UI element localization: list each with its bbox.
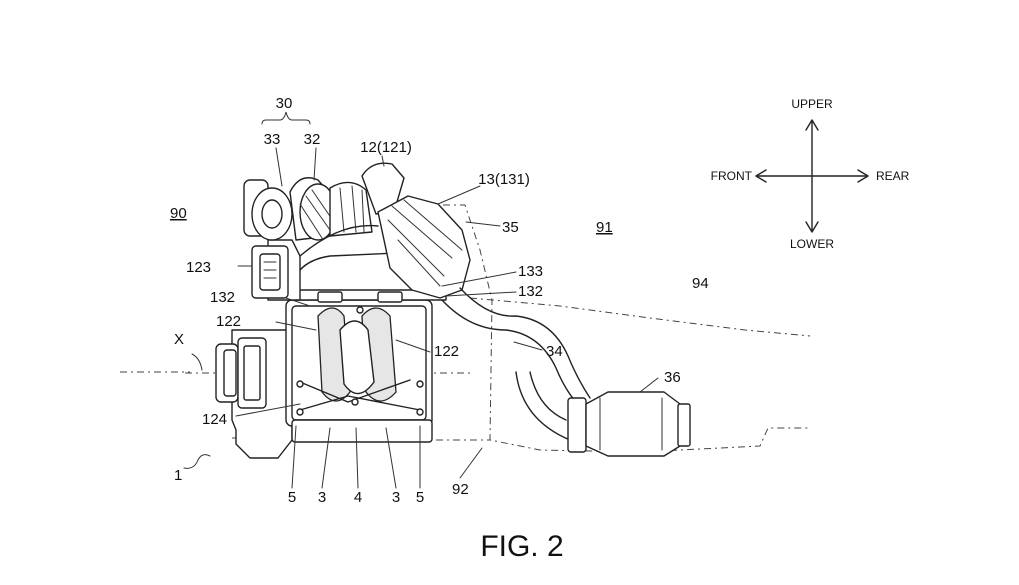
direction-rear: REAR xyxy=(876,169,910,183)
engine-block xyxy=(215,299,433,459)
label-133: 133 xyxy=(518,263,543,280)
label-35: 35 xyxy=(502,219,519,236)
label-12-121: 12(121) xyxy=(360,139,412,156)
label-94: 94 xyxy=(692,275,709,292)
label-132-right: 132 xyxy=(518,283,543,300)
label-33: 33 xyxy=(264,131,281,148)
direction-indicator: UPPER LOWER FRONT REAR xyxy=(711,97,910,251)
leader-lines xyxy=(183,111,659,489)
label-123: 123 xyxy=(186,259,211,276)
exhaust-pipe-34 xyxy=(441,287,591,441)
label-4: 4 xyxy=(354,489,362,506)
label-34: 34 xyxy=(546,343,563,360)
reference-labels: 30 33 32 12(121) 13(131) 90 35 91 123 13… xyxy=(170,95,709,506)
label-92: 92 xyxy=(452,481,469,498)
label-124: 124 xyxy=(202,411,227,428)
catalyst-36 xyxy=(567,391,691,457)
label-3-left: 3 xyxy=(318,489,326,506)
direction-lower: LOWER xyxy=(790,237,834,251)
label-32: 32 xyxy=(304,131,321,148)
label-122-left: 122 xyxy=(216,313,241,330)
dash-panel-92 xyxy=(392,204,808,453)
figure-caption: FIG. 2 xyxy=(480,530,563,563)
label-132-left: 132 xyxy=(210,289,235,306)
label-90: 90 xyxy=(170,205,187,222)
label-3-right: 3 xyxy=(392,489,400,506)
label-1: 1 xyxy=(174,467,182,484)
label-30: 30 xyxy=(276,95,293,112)
label-122-right: 122 xyxy=(434,343,459,360)
label-36: 36 xyxy=(664,369,681,386)
turbocharger xyxy=(243,177,373,241)
label-x-axis: X xyxy=(174,331,184,348)
component-123 xyxy=(251,245,289,299)
label-91: 91 xyxy=(596,219,613,236)
direction-front: FRONT xyxy=(711,169,753,183)
exhaust-pipe-13 xyxy=(299,162,471,299)
direction-upper: UPPER xyxy=(791,97,833,111)
label-5-left: 5 xyxy=(288,489,296,506)
label-5-right: 5 xyxy=(416,489,424,506)
body-line-94 xyxy=(469,297,811,337)
label-13-131: 13(131) xyxy=(478,171,530,188)
